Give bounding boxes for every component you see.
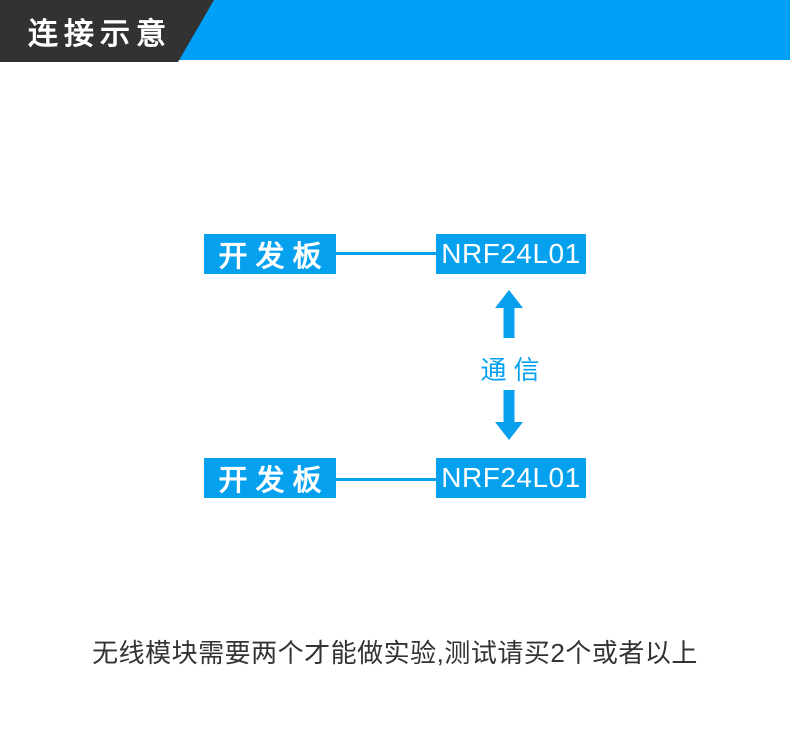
header-banner [0,0,214,62]
down-arrow-icon [495,390,523,440]
dev-board-box-top: 开发板 [204,234,336,274]
dev-board-box-bottom: 开发板 [204,458,336,498]
nrf-module-box-bottom: NRF24L01 [436,458,586,498]
connector-line-bottom [335,478,437,481]
connector-line-top [335,252,437,255]
nrf-module-box-top: NRF24L01 [436,234,586,274]
caption-text: 无线模块需要两个才能做实验,测试请买2个或者以上 [92,638,698,668]
communication-label: 通信 [480,355,547,385]
up-arrow-icon [495,290,523,338]
page-title: 连接示意 [28,18,172,51]
